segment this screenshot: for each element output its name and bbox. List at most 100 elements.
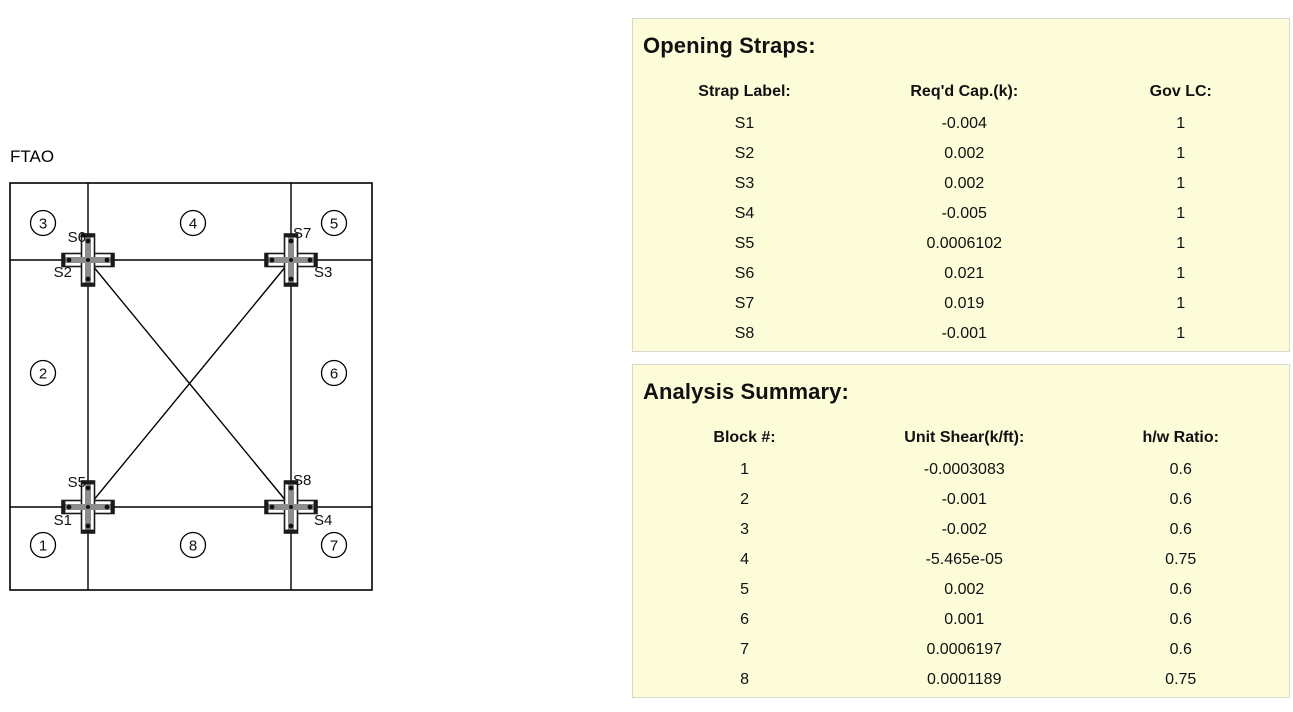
cell-reqd-cap: 0.002 <box>944 175 985 192</box>
cell-block-number: 6 <box>740 611 749 628</box>
strap-label-s7: S7 <box>293 225 311 242</box>
analysis-summary-title: Analysis Summary: <box>643 379 849 404</box>
cell-block-number: 8 <box>740 671 749 688</box>
table-row: 1 -0.0003083 0.6 <box>633 455 1289 485</box>
table-row: S5 0.0006102 1 <box>633 229 1289 259</box>
block-number-5: 5 <box>320 209 348 237</box>
block-number-group: 3 4 5 2 6 1 8 <box>29 209 348 559</box>
block-number-label: 6 <box>330 366 338 383</box>
opening-straps-panel: Opening Straps: Strap Label: Req'd Cap.(… <box>632 18 1290 352</box>
column-header-hw-ratio: h/w Ratio: <box>1142 429 1219 446</box>
block-number-4: 4 <box>179 209 207 237</box>
cell-gov-lc: 1 <box>1176 145 1186 162</box>
table-row: 2 -0.001 0.6 <box>633 485 1289 515</box>
cell-reqd-cap: 0.021 <box>944 265 985 282</box>
cell-hw-ratio: 0.6 <box>1169 521 1192 538</box>
cell-strap-label: S4 <box>734 205 755 222</box>
cell-hw-ratio: 0.6 <box>1169 641 1192 658</box>
analysis-summary-table: Block #: Unit Shear(k/ft): h/w Ratio: 1 -… <box>633 421 1289 695</box>
column-header-unit-shear: Unit Shear(k/ft): <box>904 429 1025 446</box>
cell-strap-label: S3 <box>734 175 755 192</box>
cell-block-number: 7 <box>740 641 749 658</box>
cell-gov-lc: 1 <box>1176 205 1186 222</box>
opening-straps-table: Strap Label: Req'd Cap.(k): Gov LC: S1 -0… <box>633 75 1289 349</box>
cell-strap-label: S5 <box>734 235 755 252</box>
strap-label-s1: S1 <box>54 512 72 529</box>
cell-reqd-cap: -0.004 <box>941 115 987 132</box>
cell-unit-shear: 0.001 <box>944 611 985 628</box>
block-number-label: 2 <box>39 366 47 383</box>
cell-gov-lc: 1 <box>1176 115 1186 132</box>
wall-outline <box>9 182 373 591</box>
cell-gov-lc: 1 <box>1176 295 1186 312</box>
column-header-block-number: Block #: <box>713 429 776 446</box>
table-row: 8 0.0001189 0.75 <box>633 665 1289 695</box>
block-number-6: 6 <box>320 359 348 387</box>
cell-hw-ratio: 0.75 <box>1165 551 1197 568</box>
table-row: S2 0.002 1 <box>633 139 1289 169</box>
cell-reqd-cap: 0.019 <box>944 295 985 312</box>
cell-strap-label: S6 <box>734 265 755 282</box>
cell-strap-label: S2 <box>734 145 755 162</box>
cell-unit-shear: 0.0006197 <box>926 641 1003 658</box>
strap-label-s4: S4 <box>314 512 332 529</box>
block-number-8: 8 <box>179 531 207 559</box>
cell-hw-ratio: 0.75 <box>1165 671 1197 688</box>
analysis-summary-panel: Analysis Summary: Block #: Unit Shear(k/… <box>632 364 1290 698</box>
cell-gov-lc: 1 <box>1176 325 1186 342</box>
block-number-label: 7 <box>330 538 338 555</box>
cell-unit-shear: 0.0001189 <box>927 671 1002 688</box>
cell-unit-shear: -5.465e-05 <box>925 551 1003 568</box>
cell-strap-label: S7 <box>734 295 755 312</box>
strap-label-s2: S2 <box>54 264 72 281</box>
table-row: S7 0.019 1 <box>633 289 1289 319</box>
table-row: S3 0.002 1 <box>633 169 1289 199</box>
cell-unit-shear: -0.0003083 <box>923 461 1005 478</box>
strap-label-s8: S8 <box>293 472 311 489</box>
table-header-row: Strap Label: Req'd Cap.(k): Gov LC: <box>633 75 1289 109</box>
ftao-diagram-panel: FTAO 3 4 5 <box>0 0 620 712</box>
column-header-gov-lc: Gov LC: <box>1149 83 1212 100</box>
brace-diagonal-up <box>87 259 292 508</box>
block-number-label: 3 <box>39 216 47 233</box>
table-row: 4 -5.465e-05 0.75 <box>633 545 1289 575</box>
cell-reqd-cap: 0.0006102 <box>926 235 1003 252</box>
cell-unit-shear: 0.002 <box>944 581 985 598</box>
block-number-label: 5 <box>330 216 338 233</box>
block-number-7: 7 <box>320 531 348 559</box>
cell-hw-ratio: 0.6 <box>1169 491 1192 508</box>
block-number-3: 3 <box>29 209 57 237</box>
block-number-label: 1 <box>39 538 47 555</box>
opening-straps-title: Opening Straps: <box>643 33 816 58</box>
cell-strap-label: S1 <box>734 115 755 132</box>
block-number-1: 1 <box>29 531 57 559</box>
cell-unit-shear: -0.002 <box>941 521 987 538</box>
table-row: 7 0.0006197 0.6 <box>633 635 1289 665</box>
cell-hw-ratio: 0.6 <box>1169 611 1192 628</box>
cell-gov-lc: 1 <box>1176 175 1186 192</box>
cell-block-number: 2 <box>740 491 749 508</box>
column-header-reqd-cap: Req'd Cap.(k): <box>910 83 1019 100</box>
block-number-2: 2 <box>29 359 57 387</box>
cell-gov-lc: 1 <box>1176 265 1186 282</box>
cell-reqd-cap: 0.002 <box>944 145 985 162</box>
table-row: 6 0.001 0.6 <box>633 605 1289 635</box>
table-row: 3 -0.002 0.6 <box>633 515 1289 545</box>
table-header-row: Block #: Unit Shear(k/ft): h/w Ratio: <box>633 421 1289 455</box>
cell-gov-lc: 1 <box>1176 235 1186 252</box>
cell-hw-ratio: 0.6 <box>1169 581 1192 598</box>
cell-block-number: 1 <box>740 461 749 478</box>
cell-hw-ratio: 0.6 <box>1169 461 1192 478</box>
cell-unit-shear: -0.001 <box>941 491 987 508</box>
block-number-label: 4 <box>189 216 197 233</box>
cell-block-number: 4 <box>740 551 749 568</box>
cell-block-number: 3 <box>740 521 749 538</box>
strap-label-s5: S5 <box>68 474 86 491</box>
block-number-label: 8 <box>189 538 197 555</box>
cell-strap-label: S8 <box>734 325 755 342</box>
ftao-wall-diagram: 3 4 5 2 6 1 8 <box>9 182 373 591</box>
diagram-title: FTAO <box>10 147 55 166</box>
strap-label-s3: S3 <box>314 264 332 281</box>
